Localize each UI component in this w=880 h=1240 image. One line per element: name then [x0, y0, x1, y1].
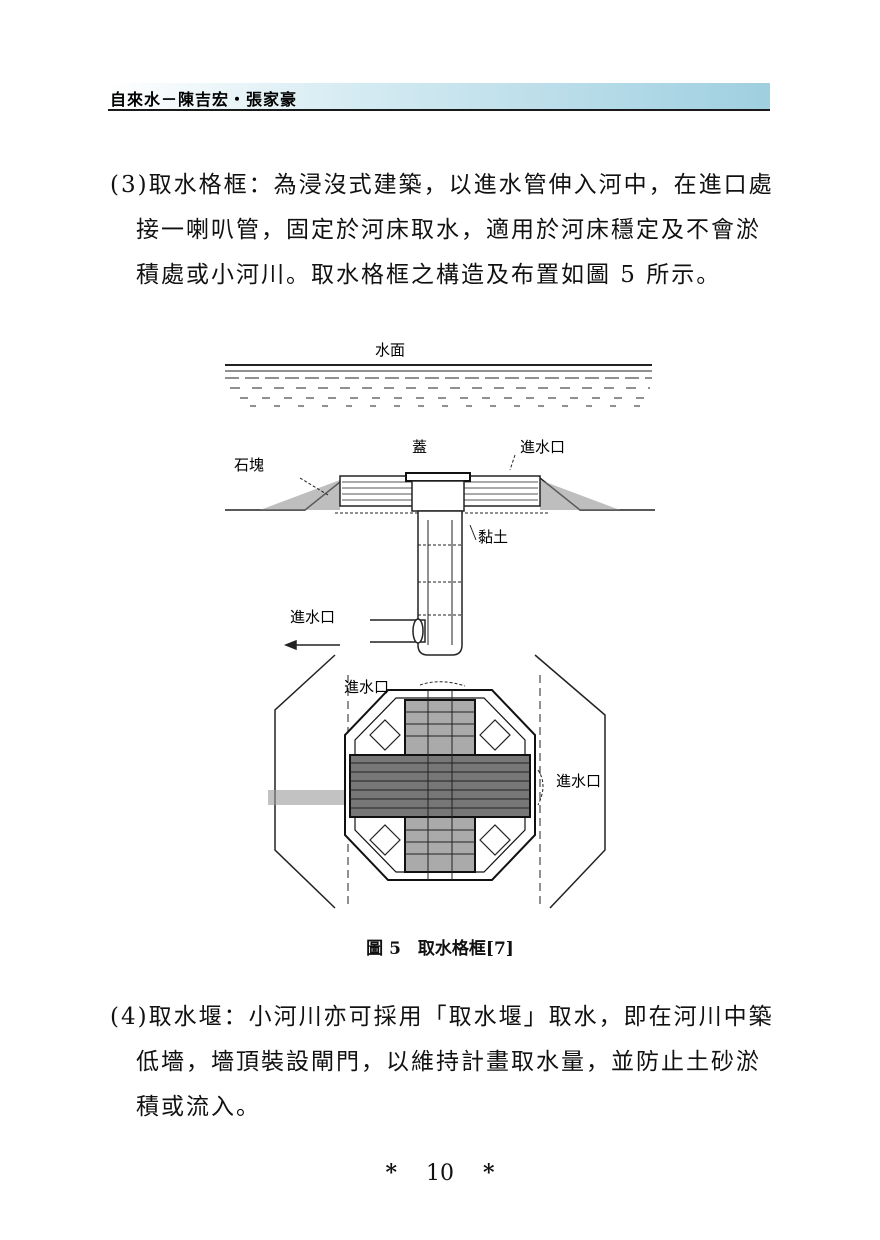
label-inlet-plan-top: 進水口 [344, 678, 390, 696]
running-header-title: 自來水－陳吉宏‧張家豪 [110, 90, 298, 109]
figure-intake-crib: 水面 蓋 進水口 石塊 黏土 進水口 進水口 進水口 [220, 330, 660, 915]
label-inlet-plan-right: 進水口 [556, 772, 602, 790]
page-number: 10 [426, 1161, 454, 1186]
footer-left-mark: * [385, 1160, 397, 1186]
paragraph-intake-crib: (3)取水格框：為浸沒式建築，以進水管伸入河中，在進口處 接一喇叭管，固定於河床… [110, 163, 780, 298]
page-number-footer: * 10 * [0, 1160, 880, 1186]
flow-arrow [283, 639, 340, 651]
label-water-surface: 水面 [375, 341, 406, 359]
paragraph-line: 積或流入。 [136, 1094, 261, 1120]
header-bar [108, 83, 770, 111]
label-stone: 石塊 [234, 456, 265, 474]
label-clay: 黏土 [478, 528, 509, 546]
plan-view-octagon [274, 654, 606, 909]
paragraph-line: 積處或小河川。取水格框之構造及布置如圖 5 所示。 [136, 262, 722, 288]
paragraph-line: 接一喇叭管，固定於河床取水，適用於河床穩定及不會淤 [136, 217, 761, 243]
paragraph-line: (4)取水堰：小河川亦可採用「取水堰」取水，即在河川中築 [110, 1004, 774, 1030]
riverbed-section [225, 472, 655, 514]
label-inlet-pipe: 進水口 [290, 608, 336, 626]
figure-caption: 圖 5 取水格框[7] [366, 939, 514, 959]
water-surface-lines [225, 364, 652, 407]
label-cover: 蓋 [412, 438, 428, 456]
label-inlet-top: 進水口 [520, 438, 566, 456]
footer-right-mark: * [483, 1160, 495, 1186]
crib-plan [344, 689, 536, 881]
paragraph-intake-weir: (4)取水堰：小河川亦可採用「取水堰」取水，即在河川中築 低墻，墻頂裝設閘門，以… [110, 995, 780, 1130]
riser-pipe [370, 510, 463, 656]
intake-crib-diagram [225, 364, 655, 909]
paragraph-line: 低墻，墻頂裝設閘門，以維持計畫取水量，並防止土砂淤 [136, 1049, 761, 1075]
paragraph-line: (3)取水格框：為浸沒式建築，以進水管伸入河中，在進口處 [110, 172, 774, 198]
